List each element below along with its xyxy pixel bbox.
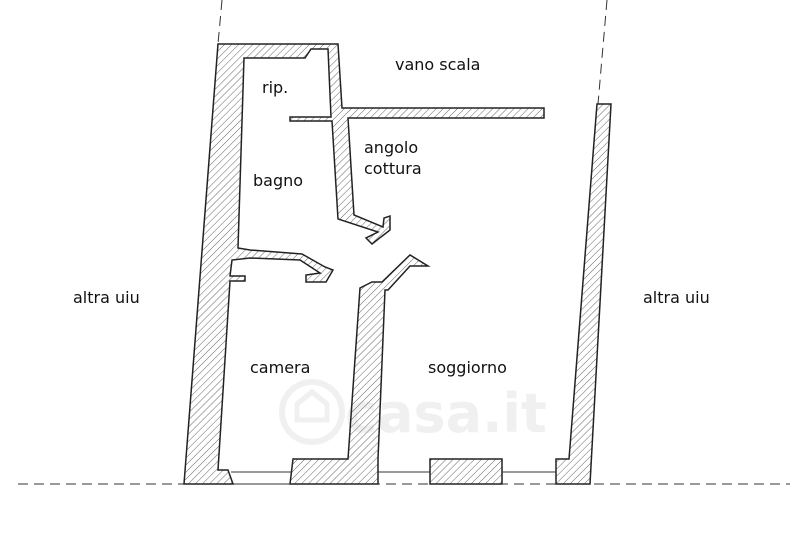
label-camera: camera (250, 358, 310, 377)
label-rip: rip. (262, 78, 288, 97)
label-soggiorno: soggiorno (428, 358, 507, 377)
label-vano-scala: vano scala (395, 55, 480, 74)
label-angolo: angolo (364, 138, 418, 157)
wall-pillar (429, 458, 503, 485)
windows (231, 471, 556, 485)
walls (183, 43, 612, 485)
room-labels: vano scala rip. angolo cottura bagno cam… (73, 55, 710, 377)
property-boundary-lines (18, 0, 790, 485)
wall-camera-soggiorno (289, 254, 431, 485)
label-altra-uiu-right: altra uiu (643, 288, 710, 307)
label-bagno: bagno (253, 171, 303, 190)
wall-left-and-service (183, 43, 545, 485)
watermark: casa.it (279, 379, 547, 445)
label-altra-uiu-left: altra uiu (73, 288, 140, 307)
wall-right (555, 103, 612, 485)
label-cottura: cottura (364, 159, 422, 178)
